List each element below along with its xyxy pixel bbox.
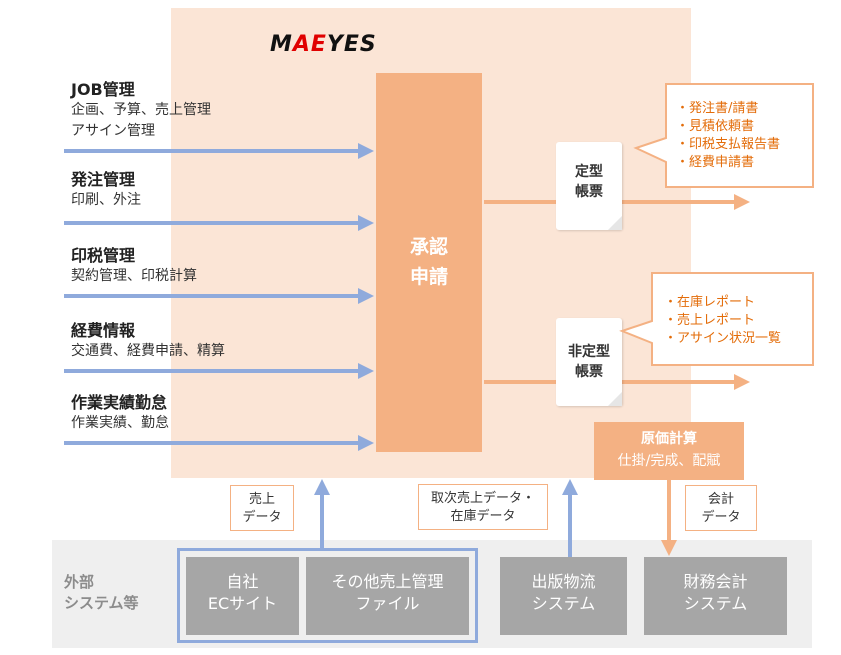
agency-data-label: 取次売上データ・ 在庫データ bbox=[418, 484, 548, 530]
fixed-forms-list: ・発注書/請書 ・見積依頼書 ・印税支払報告書 ・経費申請書 bbox=[676, 100, 780, 172]
approval-label: 承認 申請 bbox=[409, 236, 448, 288]
category-desc: 作業実績、勤怠 bbox=[71, 415, 169, 431]
category-desc: 企画、予算、売上管理 bbox=[71, 102, 211, 118]
list-item: ・経費申請書 bbox=[676, 155, 755, 170]
logistics-system: 出版物流 システム bbox=[500, 557, 627, 635]
category-title: 作業実績勤怠 bbox=[71, 393, 168, 412]
other-sales-file-system: その他売上管理 ファイル bbox=[306, 557, 469, 635]
list-item: ・見積依頼書 bbox=[676, 119, 755, 134]
nonfixed-forms-list: ・在庫レポート ・売上レポート ・アサイン状況一覧 bbox=[664, 294, 781, 348]
nonfixed-forms-document bbox=[556, 318, 622, 406]
ec-site-system: 自社 ECサイト bbox=[186, 557, 299, 635]
category-work-attendance: 作業実績勤怠 作業実績、勤怠 bbox=[71, 389, 169, 434]
maeyes-logo: MAEYES bbox=[270, 32, 377, 57]
fixed-forms-document bbox=[556, 142, 622, 230]
nonfixed-forms-label: 非定型 帳票 bbox=[568, 344, 610, 380]
category-desc: アサイン管理 bbox=[71, 123, 155, 139]
list-item: ・売上レポート bbox=[664, 313, 756, 328]
category-expense: 経費情報 交通費、経費申請、精算 bbox=[71, 317, 225, 362]
cost-calculation-box bbox=[594, 422, 744, 480]
category-title: JOB管理 bbox=[71, 80, 135, 99]
financial-accounting-system: 財務会計 システム bbox=[644, 557, 787, 635]
sales-data-label: 売上 データ bbox=[230, 485, 294, 531]
approval-column bbox=[376, 73, 482, 452]
accounting-data-label: 会計 データ bbox=[685, 485, 757, 531]
category-desc: 交通費、経費申請、精算 bbox=[71, 343, 225, 359]
category-royalty: 印税管理 契約管理、印税計算 bbox=[71, 242, 197, 287]
list-item: ・アサイン状況一覧 bbox=[664, 331, 782, 346]
category-job: JOB管理 企画、予算、売上管理 アサイン管理 bbox=[71, 76, 211, 142]
category-title: 発注管理 bbox=[71, 170, 136, 189]
category-desc: 印刷、外注 bbox=[71, 192, 141, 208]
category-title: 経費情報 bbox=[71, 321, 136, 340]
category-order: 発注管理 印刷、外注 bbox=[71, 166, 141, 211]
fixed-forms-label: 定型 帳票 bbox=[575, 164, 603, 200]
list-item: ・発注書/請書 bbox=[676, 101, 759, 116]
page-curl-icon bbox=[608, 216, 622, 230]
list-item: ・在庫レポート bbox=[664, 295, 756, 310]
fixed-forms-callout bbox=[633, 83, 814, 188]
own-sales-systems-frame bbox=[177, 548, 478, 643]
page-curl-icon bbox=[608, 392, 622, 406]
cost-calculation-sub: 仕掛/完成、配賦 bbox=[617, 453, 721, 469]
category-title: 印税管理 bbox=[71, 246, 136, 265]
external-systems-label: 外部 システム等 bbox=[64, 573, 139, 612]
cost-calculation-title: 原価計算 bbox=[641, 431, 697, 447]
list-item: ・印税支払報告書 bbox=[676, 137, 781, 152]
category-desc: 契約管理、印税計算 bbox=[71, 268, 197, 284]
nonfixed-forms-callout bbox=[619, 272, 814, 366]
